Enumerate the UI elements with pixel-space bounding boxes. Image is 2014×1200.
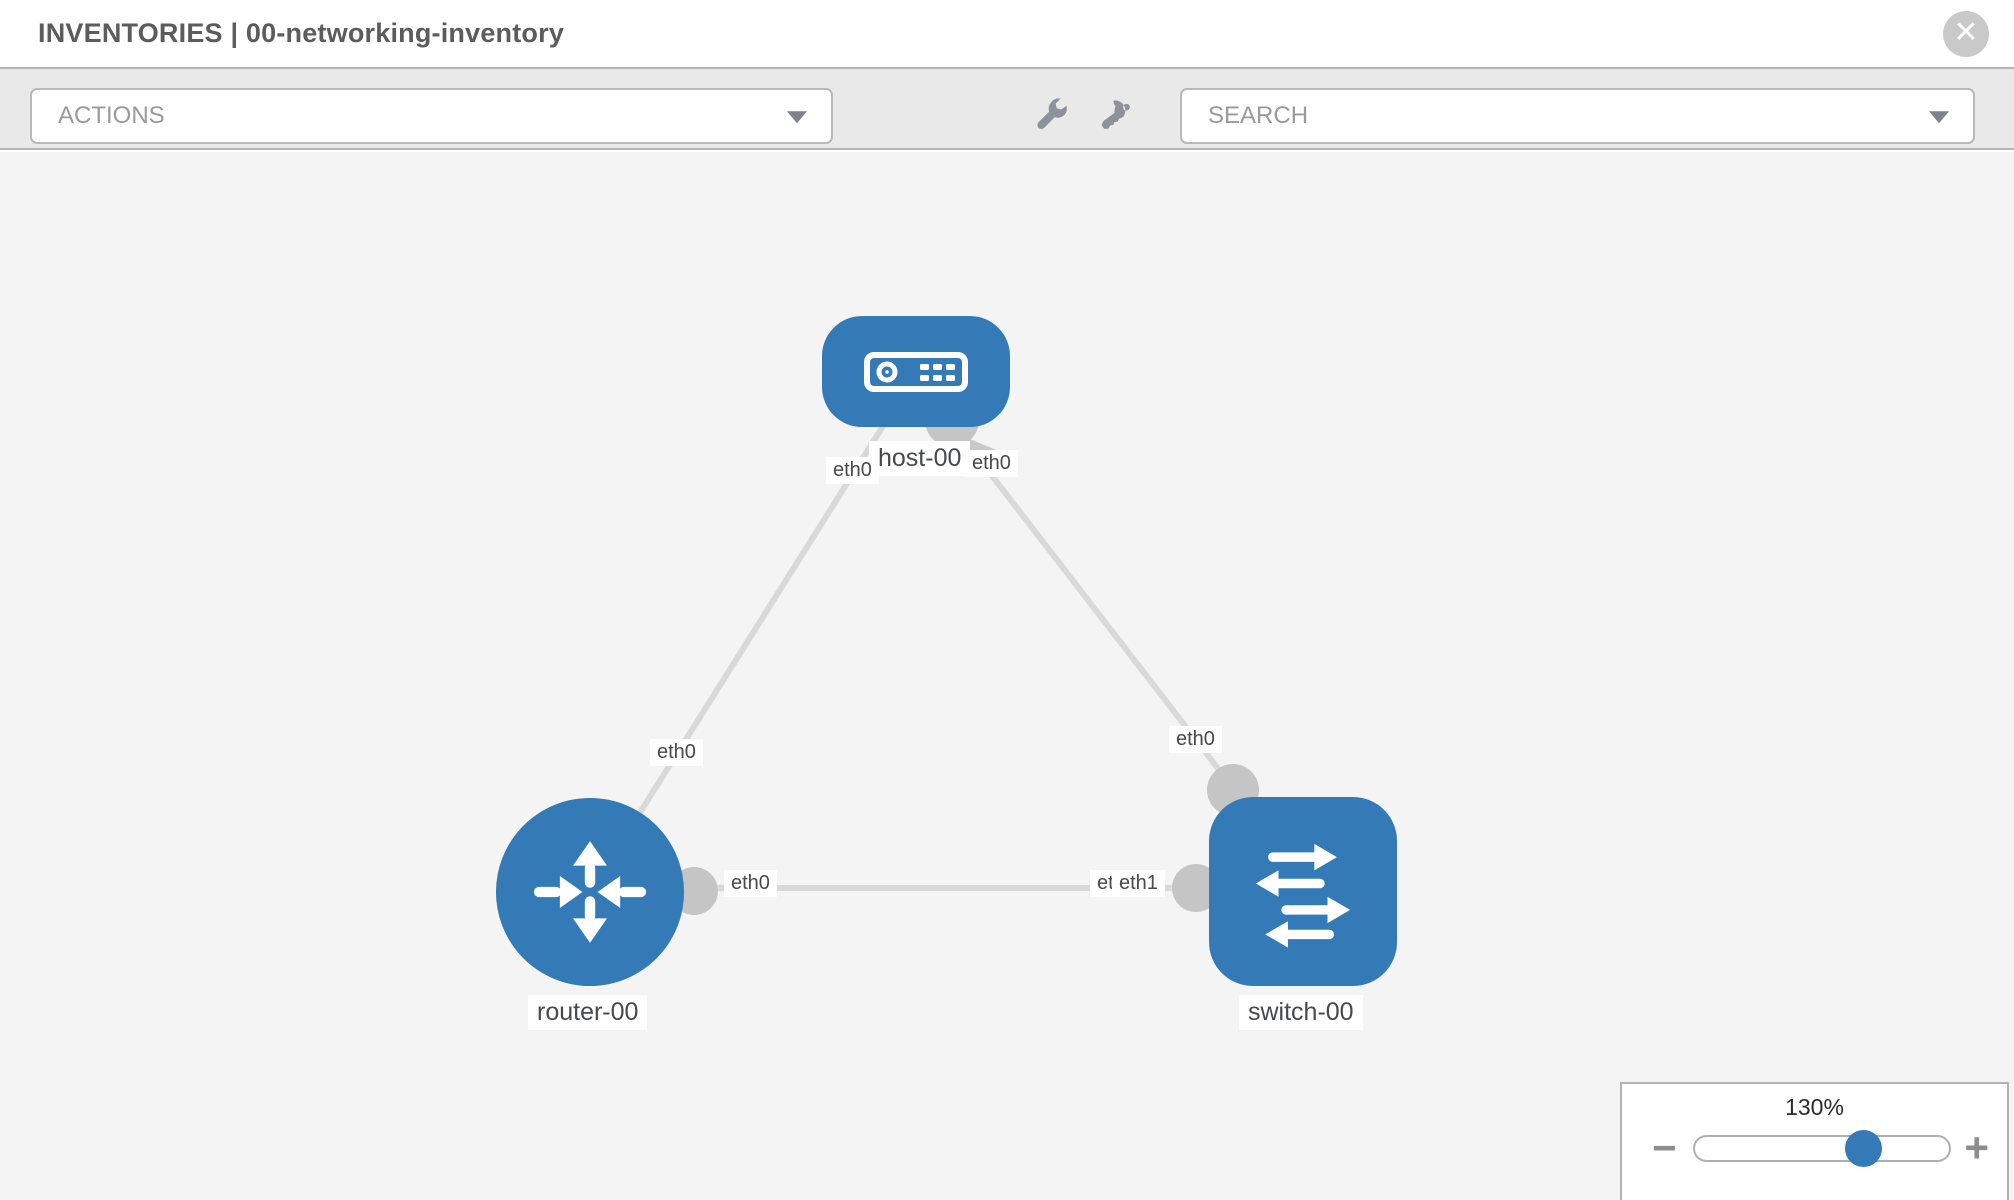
node-label-router: router-00 — [528, 995, 648, 1030]
page-title: INVENTORIES | 00-networking-inventory — [38, 18, 565, 48]
zoom-out-button[interactable]: − — [1652, 1124, 1677, 1171]
node-label-host: host-00 — [869, 441, 971, 476]
close-icon: ✕ — [1953, 16, 1979, 49]
zoom-control-panel: 130% − + — [1620, 1082, 2009, 1200]
toolbar: ACTIONS SEARCH — [0, 67, 2014, 150]
zoom-slider-thumb[interactable] — [1844, 1129, 1882, 1167]
zoom-level-value: 130% — [1785, 1094, 1844, 1120]
topology-canvas[interactable]: host-00 router-00 switch-00 eth0 eth0 et… — [0, 152, 2014, 1200]
key-icon — [1101, 100, 1130, 130]
topology-links-layer — [587, 370, 1302, 915]
close-button[interactable]: ✕ — [1943, 11, 1989, 57]
interface-label: eth0 — [1169, 726, 1222, 753]
credentials-button[interactable] — [1092, 93, 1138, 139]
node-switch-00[interactable] — [1209, 797, 1397, 986]
actions-dropdown-label: ACTIONS — [58, 102, 165, 129]
interface-label: eth0 — [724, 870, 777, 897]
node-router-00[interactable] — [496, 798, 684, 986]
router-icon — [533, 841, 647, 943]
interface-label: eth0 — [650, 739, 703, 766]
interface-label: eth0 — [826, 457, 879, 484]
chevron-down-icon — [1929, 111, 1949, 124]
port-switch-left[interactable] — [1172, 864, 1220, 912]
search-placeholder: SEARCH — [1208, 102, 1309, 129]
wrench-icon — [1037, 98, 1067, 129]
interface-label: eth0 — [965, 450, 1018, 477]
header: INVENTORIES | 00-networking-inventory ✕ — [0, 0, 2014, 67]
zoom-slider-track[interactable] — [1692, 1129, 1951, 1167]
node-host-00[interactable] — [822, 316, 1010, 427]
tools-button[interactable] — [1028, 93, 1074, 139]
zoom-in-button[interactable]: + — [1964, 1124, 1990, 1171]
actions-dropdown[interactable]: ACTIONS — [30, 88, 833, 144]
interface-label: eth1 — [1112, 870, 1165, 897]
host-icon — [864, 351, 968, 392]
switch-icon — [1255, 843, 1351, 948]
node-label-switch: switch-00 — [1239, 995, 1363, 1030]
search-dropdown[interactable]: SEARCH — [1180, 88, 1975, 144]
chevron-down-icon — [787, 111, 807, 124]
